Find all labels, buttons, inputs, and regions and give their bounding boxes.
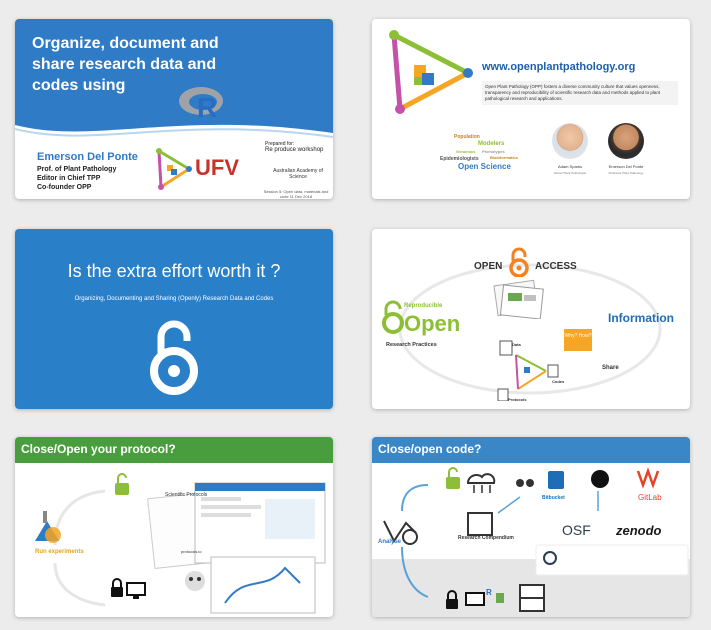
information-label: Information [608, 311, 674, 325]
slide-header-band [372, 437, 690, 463]
prepared-for-label: Prepared for: [265, 141, 295, 147]
word-cloud-item: Epidemiologists [440, 156, 479, 162]
word-cloud-item: Population [454, 134, 480, 140]
r-logo-letter: R [197, 92, 217, 121]
wave-decoration [15, 124, 333, 155]
slide-thumbnail-3[interactable]: Is the extra effort worth it ? Organizin… [15, 229, 333, 409]
person-desc: Professor Plant Pathology [608, 171, 644, 175]
open-label: OPEN [474, 261, 503, 272]
open-padlock-icon [382, 300, 404, 334]
slide-header-band [15, 19, 333, 139]
protocol-diagram [35, 473, 326, 614]
person-name: Adam Sparks [557, 164, 582, 169]
slide-header-band [15, 437, 333, 463]
protocols-io-label: protocols.io [181, 549, 202, 554]
slide-title: Close/open code? [378, 442, 482, 456]
analyse-label: Analyse [378, 539, 402, 545]
opp-triangle-logo-icon [156, 148, 192, 190]
why-how-note: Why? How? [564, 329, 592, 351]
slide-title: Is the extra effort worth it ? [67, 261, 281, 281]
data-codes-protocols-diagram [497, 340, 559, 401]
open-access-lock-icon [509, 247, 529, 277]
slide-thumbnail-1[interactable]: Organize, document and share research da… [15, 19, 333, 199]
avatar [608, 123, 644, 159]
slide-thumbnail-4[interactable]: OPEN ACCESS Information Reproducible Ope… [372, 229, 690, 409]
research-compendium-label: Research Compendium [458, 535, 514, 541]
reproducible-label: Reproducible [404, 303, 443, 309]
codes-label: Codes [552, 379, 565, 384]
slide-title: Close/Open your protocol? [21, 442, 176, 456]
author-line-1: Prof. of Plant Pathology [37, 166, 117, 173]
author-line-3: Co-founder OPP [37, 184, 92, 191]
zenodo-label: zenodo [616, 523, 662, 538]
open-access-lock-icon [150, 320, 198, 395]
word-cloud-item: Bioinformatics [490, 155, 519, 160]
slide-title: Organize, document and share research da… [32, 35, 219, 94]
author-name: Emerson Del Ponte [37, 151, 138, 163]
word-cloud-item: Modelers [478, 141, 505, 147]
opp-triangle-logo-icon [389, 30, 473, 114]
access-label: ACCESS [535, 261, 577, 272]
workshop-name: Re produce workshop [265, 147, 324, 153]
slide-thumbnail-6[interactable]: Close/open code? R Analyse Research Comp… [372, 437, 690, 617]
session-info: Session 5: Open data, materials and code… [263, 189, 329, 199]
slide-thumbnail-2[interactable]: www.openplantpathology.org Open Plant Pa… [372, 19, 690, 199]
avatar [552, 123, 588, 159]
gitlab-label: GitLab [638, 493, 662, 502]
bitbucket-label: Bitbucket [542, 495, 565, 501]
osf-label: OSF [562, 522, 591, 538]
research-practices-label: Research Practices [386, 342, 437, 348]
word-cloud-item: Genomics [456, 149, 476, 154]
data-label: Data [512, 342, 521, 347]
run-experiments-label: Run experiments [35, 549, 84, 555]
slide-thumbnail-5[interactable]: Close/Open your protocol? Run experiment… [15, 437, 333, 617]
word-cloud-item: Phenotypes [482, 149, 505, 154]
author-line-2: Editor in Chief TPP [37, 175, 101, 182]
opp-description: Open Plant Pathology (OPP) fosters a div… [482, 81, 678, 105]
r-logo-icon: R [179, 87, 223, 121]
protocols-label: Protocols [508, 397, 527, 402]
word-cloud-item: Open Science [458, 162, 511, 171]
person-desc: Senior Plant Pathologist [553, 171, 587, 175]
opp-url: www.openplantpathology.org [482, 61, 636, 73]
slide-subtitle: Organizing, Documenting and Sharing (Ope… [74, 296, 274, 302]
code-sharing-diagram: R [383, 467, 689, 612]
papers-illustration [493, 279, 544, 319]
scientific-protocols-label: Scientific Protocols [165, 492, 208, 498]
ufv-logo: UFV [195, 155, 239, 180]
open-big-label: Open [404, 311, 461, 336]
share-label: Share [602, 365, 619, 371]
person-name: Emerson Del Ponte [608, 164, 644, 169]
academy-name: Australian Academy of Science [273, 168, 323, 180]
r-icon: R [486, 588, 492, 597]
